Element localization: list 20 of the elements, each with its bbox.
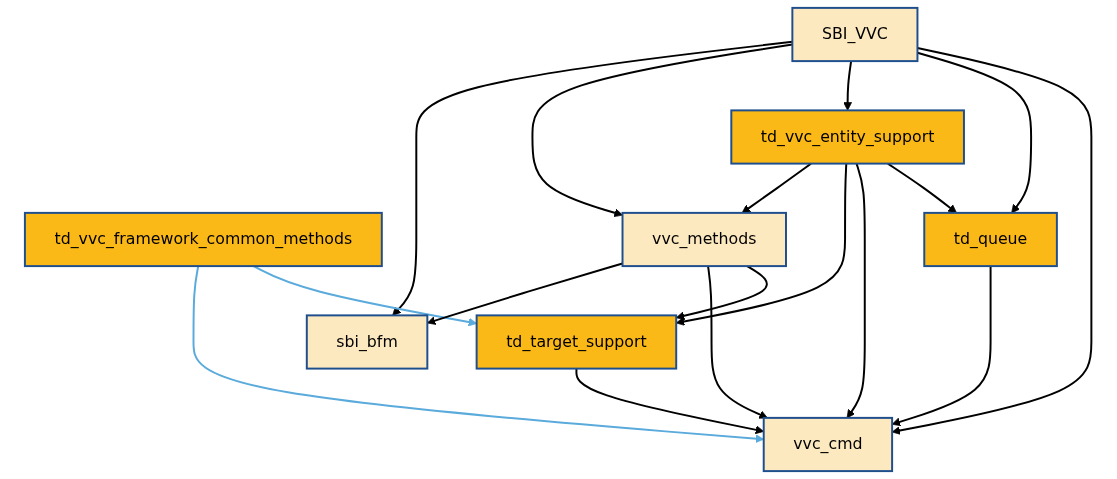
arrow <box>843 60 853 111</box>
arrow <box>427 262 624 325</box>
arrow <box>892 265 992 427</box>
arrow <box>892 47 1093 435</box>
arrow <box>887 162 958 214</box>
node-box: td_target_support <box>476 314 678 370</box>
node-box: td_queue <box>923 211 1059 268</box>
arrow <box>192 265 765 443</box>
arrow <box>847 162 867 419</box>
arrow <box>676 162 848 326</box>
arrow <box>742 162 813 214</box>
node-box: sbi_bfm <box>306 314 429 370</box>
node-box: vvc_cmd <box>763 416 894 473</box>
node-box: vvc_methods <box>621 211 788 268</box>
node-box: td_vvc_framework_common_methods <box>24 211 384 268</box>
arrow <box>707 265 769 419</box>
arrow <box>575 367 765 435</box>
node-box: SBI_VVC <box>791 6 919 63</box>
arrow <box>676 265 769 321</box>
node-box: td_vvc_entity_support <box>730 109 966 165</box>
